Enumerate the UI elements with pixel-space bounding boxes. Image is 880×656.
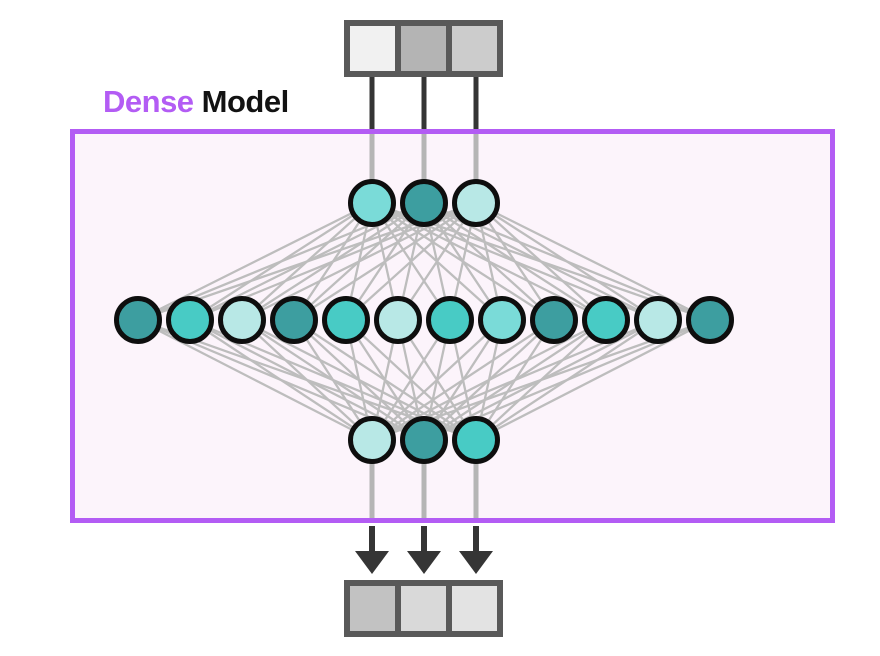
input-vector-cell-2: [401, 26, 452, 71]
dense-model-box: [70, 129, 835, 523]
connection-line: [475, 202, 607, 321]
title-highlight: Dense: [103, 84, 194, 119]
neuron-bottom-3: [452, 416, 500, 464]
connection-line: [371, 319, 503, 441]
neuron-middle-11: [634, 296, 682, 344]
neuron-top-1: [348, 179, 396, 227]
connection-line: [371, 319, 555, 441]
neuron-middle-8: [478, 296, 526, 344]
connection-line: [293, 202, 477, 321]
input-vector-cell-3: [452, 26, 497, 71]
input-vector: [344, 20, 503, 77]
output-vector: [344, 580, 503, 637]
connection-line: [189, 319, 373, 441]
output-vector-cell-1: [350, 586, 401, 631]
title-space: [194, 84, 202, 119]
diagram-title: Dense Model: [103, 86, 289, 117]
output-arrowhead-icon: [407, 551, 441, 574]
neuron-middle-4: [270, 296, 318, 344]
neuron-middle-3: [218, 296, 266, 344]
neuron-middle-1: [114, 296, 162, 344]
neuron-bottom-2: [400, 416, 448, 464]
neuron-top-3: [452, 179, 500, 227]
title-rest: Model: [201, 84, 290, 119]
neuron-bottom-1: [348, 416, 396, 464]
output-arrowhead-icon: [459, 551, 493, 574]
neuron-middle-7: [426, 296, 474, 344]
connection-line: [345, 202, 477, 321]
neuron-middle-2: [166, 296, 214, 344]
neuron-middle-5: [322, 296, 370, 344]
input-vector-cell-1: [350, 26, 401, 71]
output-vector-cell-3: [452, 586, 497, 631]
output-arrowhead-icon: [355, 551, 389, 574]
connection-line: [241, 319, 373, 441]
neuron-top-2: [400, 179, 448, 227]
output-vector-cell-2: [401, 586, 452, 631]
neuron-middle-6: [374, 296, 422, 344]
neuron-middle-9: [530, 296, 578, 344]
neuron-middle-12: [686, 296, 734, 344]
connection-line: [475, 202, 659, 321]
neuron-middle-10: [582, 296, 630, 344]
